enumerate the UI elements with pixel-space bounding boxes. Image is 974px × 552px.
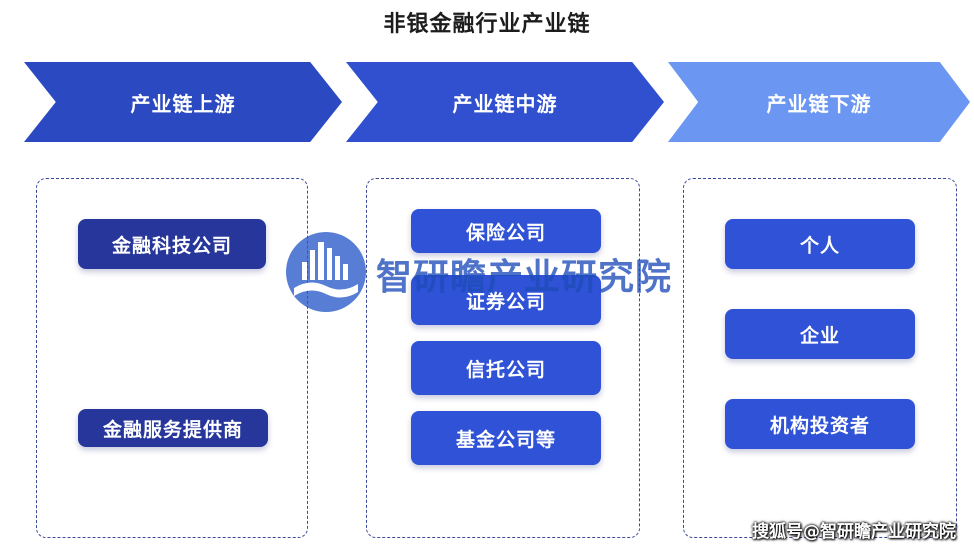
upstream-item: 金融科技公司: [78, 219, 266, 269]
downstream-item: 机构投资者: [725, 399, 915, 449]
watermark-logo-icon: [286, 232, 366, 312]
source-credit: 搜狐号@智研瞻产业研究院: [752, 522, 956, 542]
stage-downstream-arrow: 产业链下游: [668, 62, 970, 142]
watermark-text: 智研瞻产业研究院: [376, 257, 673, 298]
downstream-panel: 个人 企业 机构投资者: [683, 178, 957, 538]
upstream-panel: 金融科技公司 金融服务提供商: [36, 178, 308, 538]
upstream-item: 金融服务提供商: [78, 409, 268, 447]
midstream-item: 信托公司: [411, 341, 601, 395]
midstream-item: 保险公司: [411, 209, 601, 253]
stage-midstream-arrow: 产业链中游: [346, 62, 664, 142]
downstream-item: 个人: [725, 219, 915, 269]
diagram-title: 非银金融行业产业链: [383, 12, 591, 37]
downstream-item: 企业: [725, 309, 915, 359]
stage-upstream-arrow: 产业链上游: [24, 62, 342, 142]
midstream-panel: 保险公司 证券公司 信托公司 基金公司等: [366, 178, 640, 538]
midstream-item: 基金公司等: [411, 411, 601, 465]
midstream-item: 证券公司: [411, 275, 601, 325]
